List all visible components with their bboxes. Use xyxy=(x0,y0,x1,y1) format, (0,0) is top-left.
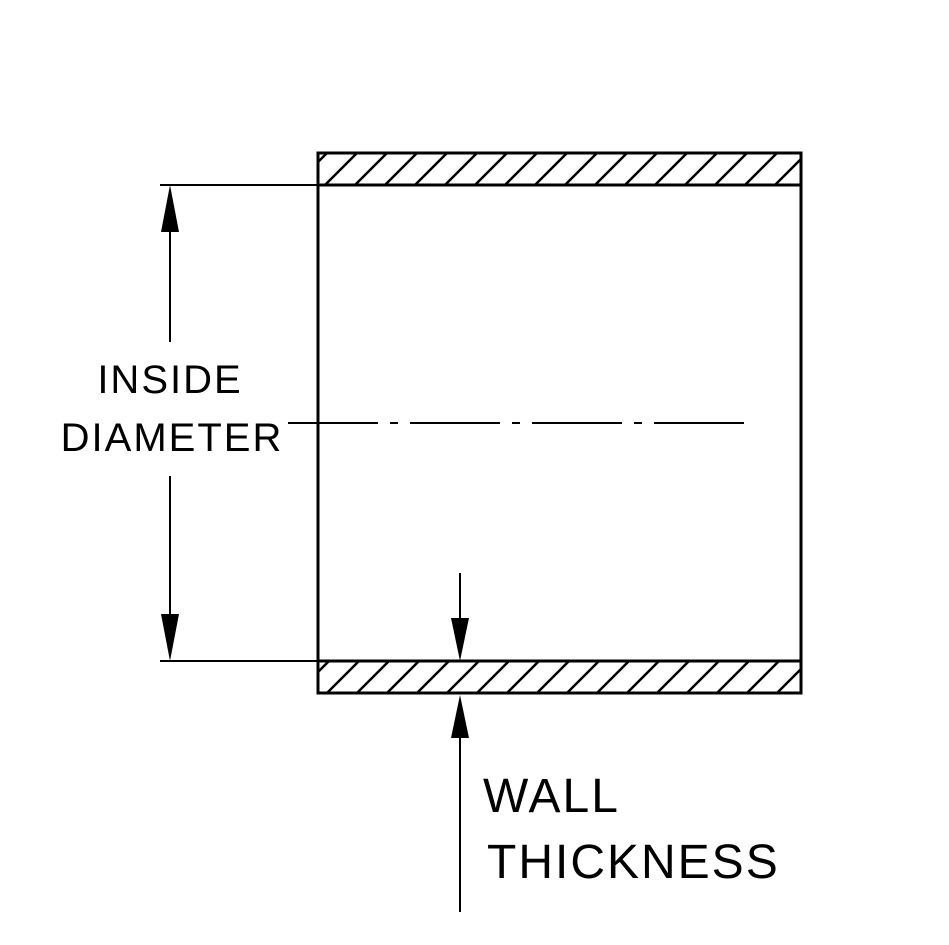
inside-diameter-label-line1: INSIDE xyxy=(97,358,242,402)
tube-outline xyxy=(316,151,803,695)
arrowhead-down-icon xyxy=(161,614,179,661)
arrowhead-up-icon xyxy=(451,695,469,738)
tube-top-wall-hatched xyxy=(316,151,803,187)
arrowhead-down-icon xyxy=(451,618,469,661)
wall-thickness-label-line2: THICKNESS xyxy=(487,836,780,889)
wall-thickness-dimension xyxy=(451,573,469,912)
wall-thickness-label-line1: WALL xyxy=(483,770,620,823)
tube-bottom-wall-hatched xyxy=(316,659,803,695)
inside-diameter-label-line2: DIAMETER xyxy=(61,416,284,460)
inside-diameter-dimension xyxy=(160,184,318,662)
arrowhead-up-icon xyxy=(161,185,179,232)
